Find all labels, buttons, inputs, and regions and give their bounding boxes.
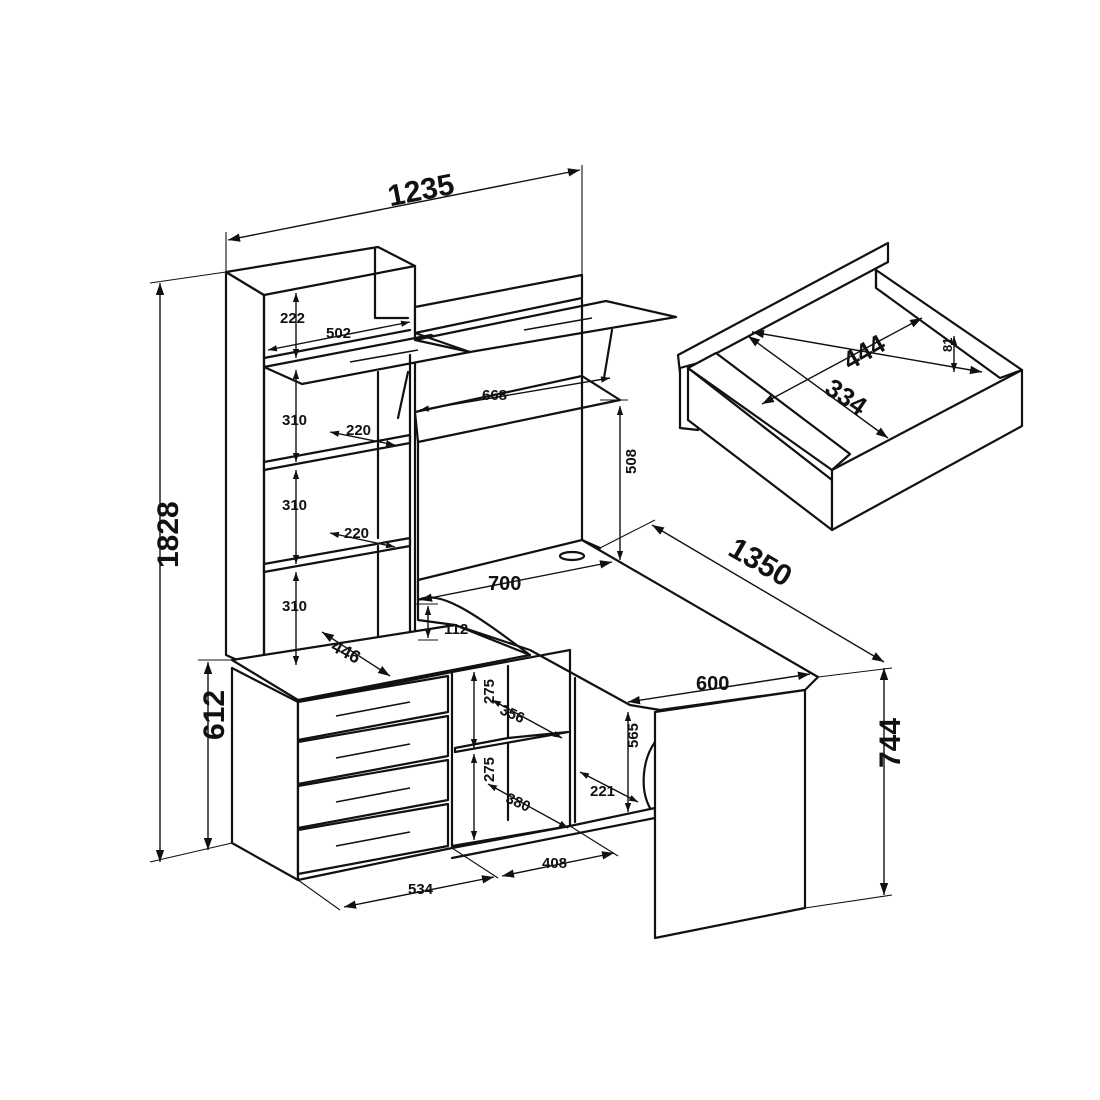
bookcase-tower	[224, 245, 472, 674]
label-shelf-depth-2: 220	[344, 525, 369, 542]
dimension-lines	[149, 165, 983, 911]
label-upper-shelf-width: 668	[482, 387, 507, 404]
label-leg-niche-height: 565	[625, 723, 642, 748]
label-niche-depth-1: 356	[497, 702, 527, 728]
label-total-width: 1235	[385, 168, 457, 213]
label-total-height: 1828	[152, 501, 185, 568]
label-leg-niche-depth: 221	[590, 783, 615, 800]
label-desk-depth: 600	[696, 673, 729, 695]
label-drawer-inner-width: 334	[820, 372, 873, 421]
label-top-shelf-height: 222	[280, 310, 305, 327]
label-desk-inner-width: 700	[488, 573, 521, 595]
label-niche-width: 408	[542, 855, 567, 872]
label-drawer-inner-length: 444	[838, 328, 891, 376]
label-niche-height-2: 275	[481, 757, 498, 782]
desk-outline	[224, 245, 820, 940]
label-top-shelf-width: 502	[326, 325, 351, 342]
label-pedestal-height: 612	[198, 690, 231, 740]
side-leg	[573, 676, 807, 940]
label-shelf-height-3: 310	[282, 598, 307, 615]
label-niche-height-1: 275	[481, 679, 498, 704]
label-desk-length: 1350	[723, 532, 797, 594]
label-shelf-height-1: 310	[282, 412, 307, 429]
label-upper-gap-height: 508	[623, 449, 640, 474]
label-drawer-inner-height: 81	[940, 338, 955, 352]
label-pedestal-width: 534	[408, 881, 434, 898]
label-shelf-depth-1: 220	[346, 422, 371, 439]
label-desk-height: 744	[874, 718, 907, 768]
label-corner-offset: 112	[444, 621, 468, 638]
label-shelf-height-2: 310	[282, 497, 307, 514]
